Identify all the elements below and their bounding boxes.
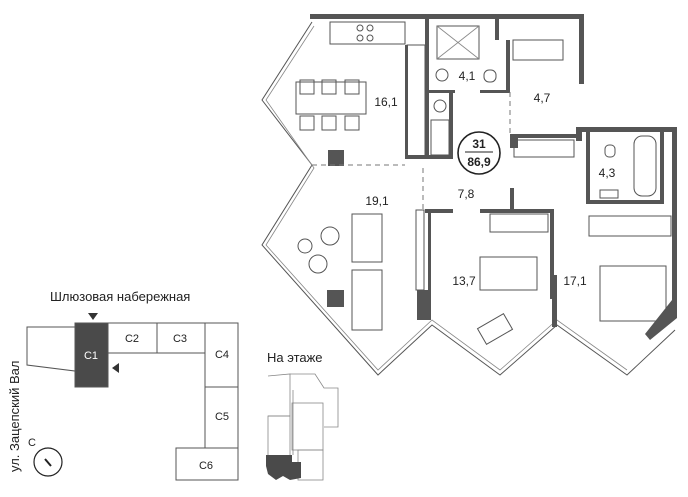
sink-icon	[435, 68, 449, 82]
boiler-icon	[433, 99, 447, 113]
desk-icon	[476, 313, 514, 345]
current-apartment-highlight	[266, 455, 301, 480]
site-plan: Шлюзовая набережная ул. Зацепский Вал С1…	[7, 289, 239, 481]
room-area-bathroom-2: 4,3	[599, 166, 616, 180]
sofa-corner-icon	[351, 269, 383, 331]
armchair-icon	[320, 226, 340, 246]
section-c6[interactable]	[175, 447, 239, 481]
wall-bath2-bottom	[586, 200, 664, 204]
bed-bedroom2-icon	[599, 265, 667, 322]
apartment-number: 31	[472, 137, 486, 151]
wall-bath1-right	[506, 40, 510, 93]
wall-shaft-bottom	[405, 155, 453, 159]
shower-icon	[436, 25, 480, 60]
wall-right	[672, 127, 677, 302]
wall-bath2-right	[660, 132, 664, 204]
floor-plan-title: На этаже	[267, 350, 323, 365]
wall-living-bed1	[417, 290, 429, 320]
view-arrow-left-icon	[112, 363, 119, 373]
apartment-badge: 31 86,9	[457, 131, 501, 175]
kitchen-counter	[406, 44, 426, 158]
wall-bath2-corner	[576, 127, 582, 141]
wall-closet-top	[425, 209, 453, 213]
wall-bath1-bottom-left	[425, 90, 455, 93]
wall-bath2-left	[586, 132, 590, 204]
wall-closet	[428, 210, 431, 320]
wall-right-corner	[645, 300, 677, 340]
floor-key-plan: На этаже	[266, 350, 339, 481]
toilet-icon	[483, 69, 497, 83]
column-living	[327, 290, 344, 307]
section-c5-label: С5	[215, 411, 229, 423]
section-c4-label: С4	[215, 349, 229, 361]
wall-right-top	[579, 127, 677, 132]
room-area-corridor: 7,8	[458, 187, 475, 201]
wall-bath1-bottom-right	[480, 90, 510, 93]
wardrobe-living	[415, 209, 425, 291]
wall-top	[310, 14, 584, 19]
street-left-label: ул. Зацепский Вал	[7, 361, 22, 472]
section-c3-label: С3	[173, 333, 187, 345]
kitchen-stove-icon	[329, 21, 406, 45]
wall-bath1-top-right	[495, 18, 499, 40]
street-top-label: Шлюзовая набережная	[50, 289, 190, 304]
wardrobe-bedroom1	[489, 213, 549, 233]
site-annex	[26, 326, 76, 372]
column-kitchen	[328, 150, 344, 166]
apartment-total-area: 86,9	[467, 155, 491, 169]
room-area-living: 19,1	[365, 194, 389, 208]
room-area-bathroom-1: 4,1	[459, 69, 476, 83]
wardrobe-corridor	[513, 139, 575, 158]
section-c1[interactable]	[74, 322, 109, 388]
sofa-icon	[351, 213, 383, 263]
room-area-bedroom-2: 17,1	[563, 274, 587, 288]
wall-shaft-right	[449, 90, 453, 158]
wall-bed1-top	[480, 209, 554, 213]
room-area-kitchen: 16,1	[374, 95, 398, 109]
compass-north-label: С	[28, 437, 36, 449]
section-c2-label: С2	[125, 333, 139, 345]
wall-wardrobe-top	[510, 134, 582, 138]
toilet-2-icon	[604, 144, 616, 158]
room-area-bedroom-1: 13,7	[452, 274, 476, 288]
apartment-plan: 16,1 4,1 4,7 19,1 7,8 4,3 13,7 17,1 31 8…	[261, 14, 677, 376]
section-c1-label: С1	[84, 350, 98, 362]
wall-bed-divider-lower	[552, 275, 557, 327]
view-arrow-down-icon	[88, 313, 98, 320]
wall-bath1-left	[425, 18, 429, 158]
coffee-table-icon	[297, 238, 313, 254]
section-c6-label: С6	[199, 460, 213, 472]
facade-window-inner	[265, 25, 628, 371]
wall-bed1-top-stub	[510, 188, 514, 212]
sink-2-icon	[599, 189, 619, 199]
wardrobe-hall	[512, 39, 564, 61]
compass-icon	[33, 447, 63, 477]
wall-bed-divider	[550, 209, 554, 299]
facade-window-line	[261, 21, 676, 376]
armchair-2-icon	[308, 254, 328, 274]
wall-right-upper	[579, 14, 584, 84]
shaft-vent	[430, 119, 450, 156]
room-area-hall: 4,7	[534, 91, 551, 105]
wardrobe-bedroom2	[588, 215, 672, 237]
bathtub-icon	[633, 135, 657, 197]
bed-bedroom1-icon	[479, 256, 538, 291]
dining-table-icon	[295, 79, 367, 131]
